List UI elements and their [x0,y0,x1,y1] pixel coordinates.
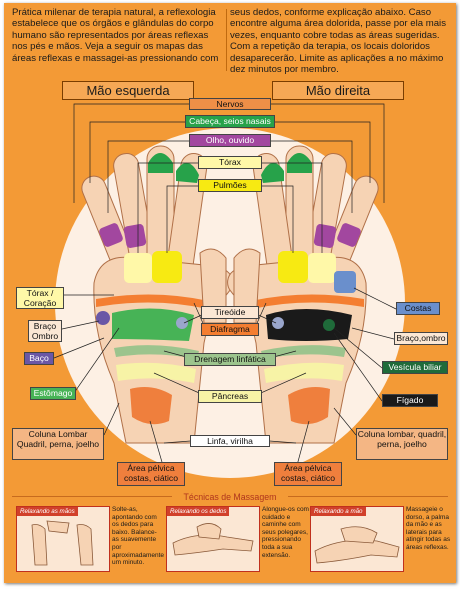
label-figado: Fígado [382,394,438,407]
label-baco: Baço [24,352,54,365]
left-diaphragm-zone [96,294,209,309]
label-pulmoes: Pulmões [198,179,262,192]
right-hand-title: Mão direita [272,81,404,100]
label-torax-coracao: Tórax / Coração [16,287,64,309]
right-ring-tip-zone [313,224,337,248]
techniques-rule-left [12,496,172,497]
left-stomach-zone [112,308,194,341]
techniques-title: Técnicas de Massagem [183,492,277,502]
thumbs-walking-illustration [172,523,254,556]
label-costas: Costas [396,302,440,315]
right-liver-zone [266,309,352,341]
intro-text-right: seus dedos, conforme explicação abaixo. … [230,7,446,76]
left-pelvic-zone [130,387,172,425]
label-tireoide: Tireóide [201,306,259,319]
intro-text-left: Prática milenar de terapia natural, a re… [12,7,219,64]
technique-text-3: Massageie o dorso, a palma da mão e as l… [406,506,451,551]
techniques-rule-right [288,496,448,497]
label-drenagem-linfatica: Drenagem linfática [184,353,276,366]
left-pancreas-zone [116,362,196,383]
label-coluna-lombar-left: Coluna Lombar Quadril, perna, joelho [12,428,104,460]
label-nervos: Nervos [189,98,271,110]
right-pancreas-zone [264,362,344,383]
left-hand [81,145,233,444]
label-olho-ouvido: Olho, ouvido [189,134,271,147]
left-ring-tip-zone [123,224,147,248]
technique-image-1: Relaxando as mãos [16,506,110,572]
label-linfa-virilha: Linfa, virilha [190,435,270,447]
right-index-head-zone [261,162,284,183]
technique-tag-3: Relaxando a mão [311,507,366,516]
label-coluna-lombar-right: Coluna lombar, quadril, perna, joelho [356,428,448,460]
right-gallbladder-zone [323,319,335,331]
left-lymph-drain-zone [114,345,199,359]
label-cabeca-seios-nasais: Cabeça, seios nasais [185,115,275,128]
technique-tag-2: Relaxando os dedos [167,507,230,516]
hands-diagram [53,103,405,478]
right-lungs-zone [278,251,308,283]
right-diaphragm-zone [251,294,364,309]
right-back-zone [334,271,356,293]
label-torax: Tórax [198,156,262,169]
label-braco-ombro-right: Braço,ombro [394,332,448,345]
hand-massage-illustration [314,526,400,564]
left-index-head-zone [176,162,199,183]
label-braco-ombro-left: Braço Ombro [28,320,62,342]
reflexology-page: Prática milenar de terapia natural, a re… [4,3,456,583]
label-area-pelvica-left: Área pélvica costas, ciático [117,462,185,486]
right-thyroid-zone [272,317,284,329]
right-lymph-drain-zone [261,345,346,359]
left-hand-title: Mão esquerda [62,81,194,100]
left-lungs-zone [152,251,182,283]
label-pancreas: Pâncreas [198,390,262,403]
right-pinky-tip-zone [337,223,361,247]
technique-text-2: Alongue-os com cuidado e caminhe com seu… [262,506,309,559]
left-thyroid-zone [176,317,188,329]
left-spleen-zone [96,311,110,325]
technique-text-1: Solte-as, apontando com os dedos para ba… [112,506,165,567]
hands-hanging-illustration [31,520,94,566]
technique-image-3: Relaxando a mão [310,506,404,572]
label-area-pelvica-right: Área pélvica costas, ciático [274,462,342,486]
right-chest-zone [308,253,336,283]
label-diafragma: Diafragma [201,323,259,336]
label-estomago: Estômago [30,387,76,400]
center-thumbs [199,248,261,324]
technique-image-2: Relaxando os dedos [166,506,260,572]
label-vesicula-biliar: Vesícula biliar [382,361,448,374]
left-pinky-tip-zone [99,223,123,247]
column-divider [226,9,227,71]
right-pelvic-zone [288,387,330,425]
technique-tag-1: Relaxando as mãos [17,507,78,516]
left-chest-zone [124,253,152,283]
